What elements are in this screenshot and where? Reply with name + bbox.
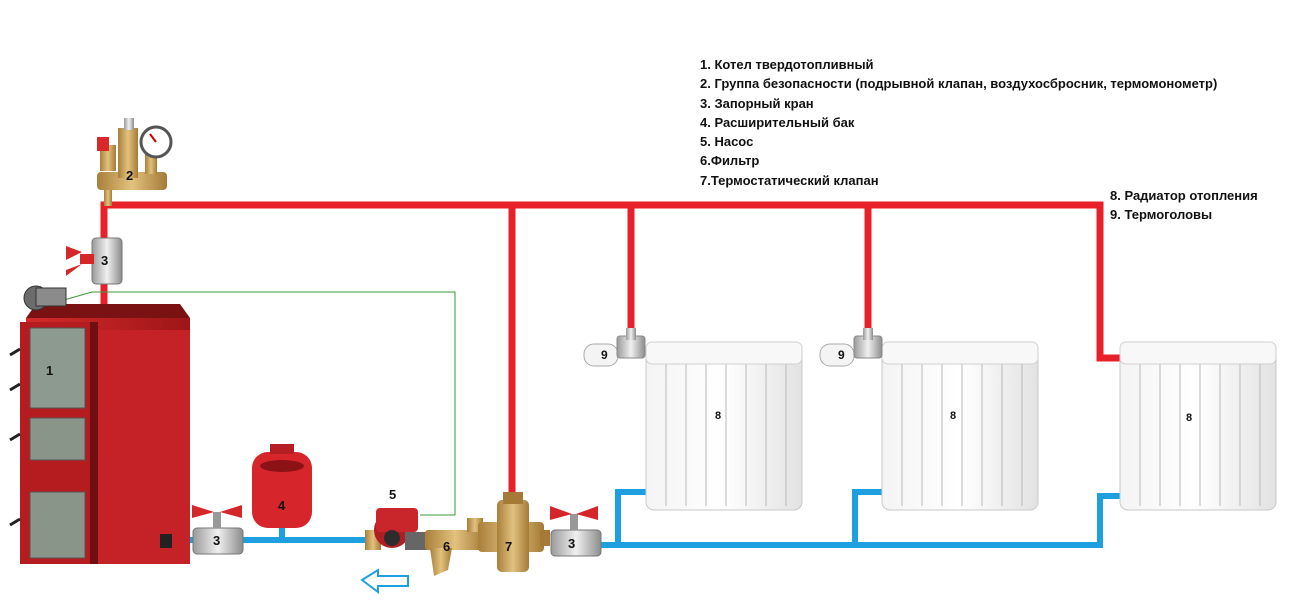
sensor-capillary-line (63, 291, 456, 516)
radiator-2 (881, 341, 1039, 511)
legend: 1. Котел твердотопливный 2. Группа безоп… (700, 55, 1217, 190)
filter (425, 518, 485, 576)
thermo-valve-label: 7 (505, 539, 512, 554)
legend-item-4: 4. Расширительный бак (700, 114, 855, 130)
return-radiator1 (615, 489, 651, 548)
valve-right-label: 3 (568, 536, 575, 551)
head1-label: 9 (601, 348, 608, 362)
tank-label: 4 (278, 498, 286, 513)
radiator-3 (1119, 341, 1277, 511)
filter-label: 6 (443, 539, 450, 554)
thermo-head-1 (583, 328, 646, 367)
safety-group (97, 118, 173, 206)
radiator-1 (645, 341, 803, 511)
legend-item-1: 1. Котел твердотопливный (700, 57, 874, 72)
thermo-head-2 (819, 328, 883, 367)
safety-group-label: 2 (126, 168, 133, 183)
legend-item-3: 3. Запорный кран (700, 95, 814, 111)
expansion-tank (252, 444, 312, 528)
legend-item-5: 5. Насос (700, 134, 754, 150)
legend-item-7: 7.Термостатический клапан (700, 172, 879, 188)
supply-main-pipe (100, 201, 1129, 362)
valve-left (192, 505, 244, 555)
valve-top (66, 237, 123, 285)
boiler-label: 1 (46, 363, 53, 378)
supply-pipes (100, 201, 1129, 509)
legend-item-2: 2. Группа безопасности (подрывной клапан… (700, 76, 1218, 92)
return-radiator2 (852, 489, 888, 548)
legend-item-9: 9. Термоголовы (1110, 207, 1213, 223)
radiator1-label: 8 (715, 410, 721, 422)
boiler (9, 285, 190, 564)
valve-right (550, 506, 602, 557)
flow-direction-arrow (360, 568, 409, 594)
radiator3-label: 8 (1186, 412, 1192, 424)
valve-left-label: 3 (213, 533, 220, 548)
valve-top-label: 3 (101, 253, 108, 268)
return-main-pipe (597, 493, 1125, 548)
thermostatic-valve (478, 492, 550, 572)
legend-item-6: 6.Фильтр (700, 153, 760, 169)
legend-item-8: 8. Радиатор отопления (1110, 188, 1258, 203)
radiator2-label: 8 (950, 410, 956, 422)
pump-label: 5 (389, 487, 396, 502)
pump (365, 508, 427, 550)
legend-secondary: 8. Радиатор отопления 9. Термоголовы (1110, 186, 1258, 225)
head2-label: 9 (838, 348, 845, 362)
